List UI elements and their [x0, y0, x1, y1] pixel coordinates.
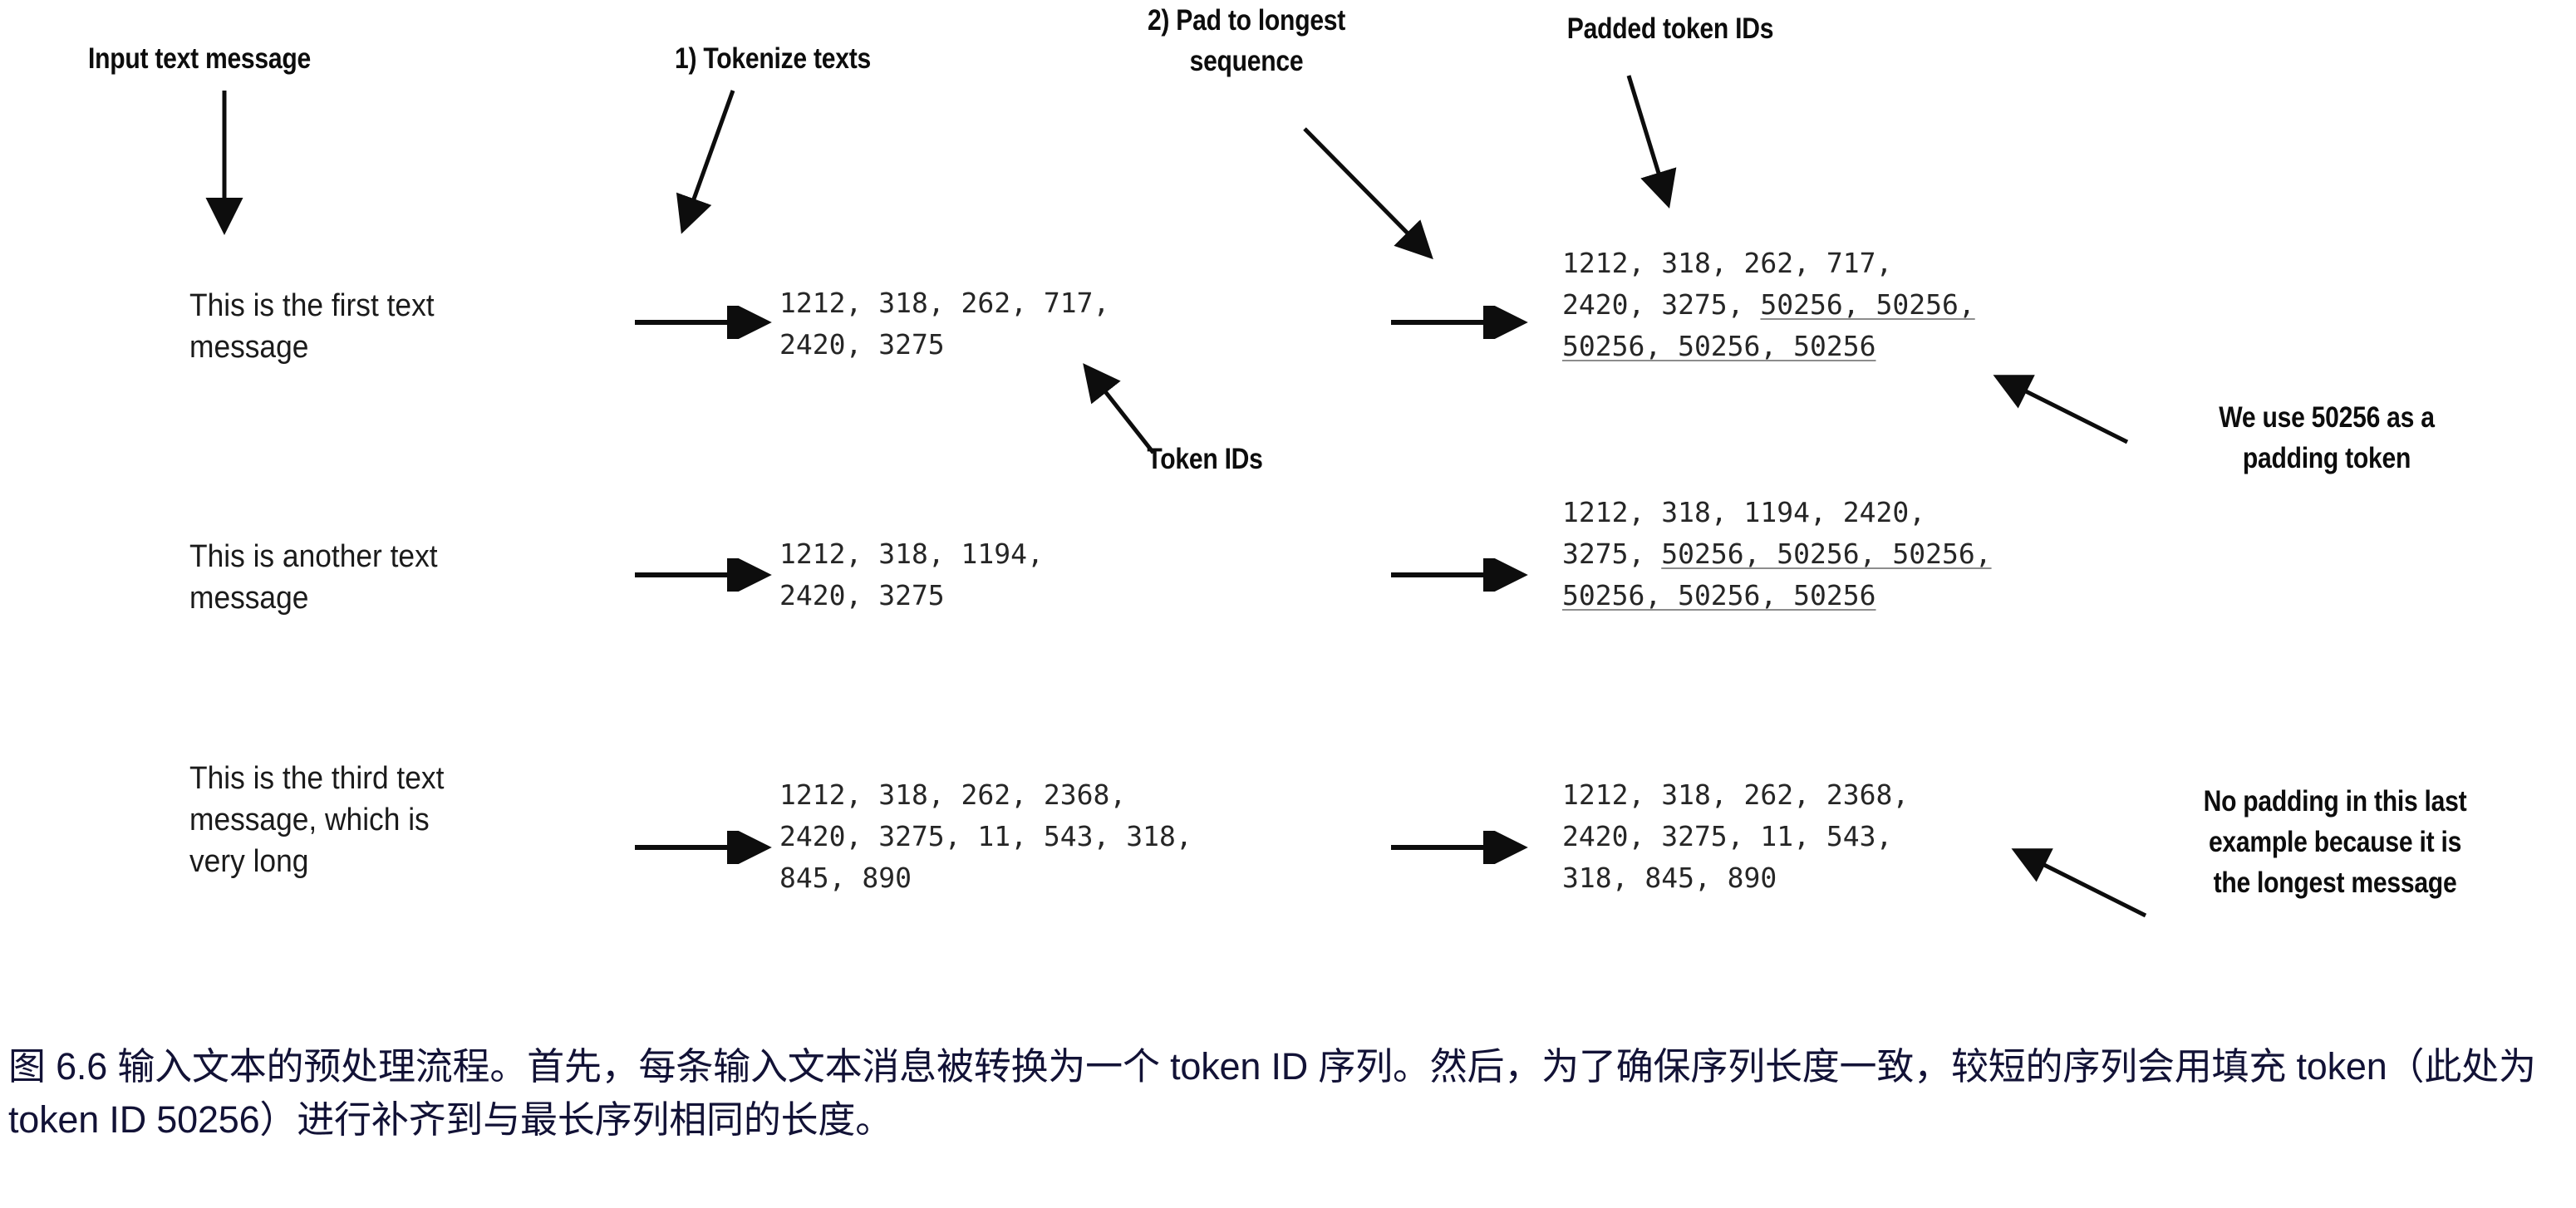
arrow-input-text-down-icon — [199, 86, 249, 236]
arrow-no-padding-note-icon — [2011, 839, 2169, 939]
arrow-tokenize-row-3-icon — [632, 831, 773, 864]
heading-token-ids: Token IDs — [1147, 443, 1263, 475]
arrow-padded-ids-diagonal-icon — [1604, 71, 1712, 221]
arrow-token-ids-up-icon — [1064, 363, 1197, 465]
heading-tokenize-texts: 1) Tokenize texts — [675, 42, 871, 75]
arrow-pad-row-3-icon — [1388, 831, 1529, 864]
arrow-tokenize-row-1-icon — [632, 306, 773, 339]
arrow-tokenize-diagonal-icon — [665, 86, 781, 236]
heading-pad-to-longest-sequence: 2) Pad to longest sequence — [1147, 4, 1346, 77]
input-message-2: This is another text message — [189, 539, 438, 616]
input-message-1: This is the first text message — [189, 288, 435, 365]
token-ids-2: 1212, 318, 1194, 2420, 3275 — [779, 538, 1044, 611]
padded-prefix-1: 1212, 318, 262, 717, 2420, 3275, — [1562, 247, 1893, 321]
arrow-pad-row-1-icon — [1388, 306, 1529, 339]
padded-token-ids-3: 1212, 318, 262, 2368, 2420, 3275, 11, 54… — [1562, 778, 1910, 894]
arrow-padding-note-icon — [1993, 366, 2152, 465]
padding-tokens-1b: 50256, 50256, 50256 — [1562, 330, 1876, 362]
annotation-padding-token: We use 50256 as a padding token — [2219, 401, 2435, 474]
arrow-tokenize-row-2-icon — [632, 558, 773, 592]
heading-padded-token-ids: Padded token IDs — [1566, 12, 1774, 45]
padding-tokens-2a: 50256, 50256, 50256, — [1661, 538, 1992, 570]
arrow-pad-row-2-icon — [1388, 558, 1529, 592]
heading-input-text-message: Input text message — [87, 42, 311, 75]
token-ids-1: 1212, 318, 262, 717, 2420, 3275 — [779, 287, 1110, 361]
figure-caption: 图 6.6 输入文本的预处理流程。首先，每条输入文本消息被转换为一个 token… — [8, 1045, 2536, 1141]
token-ids-3: 1212, 318, 262, 2368, 2420, 3275, 11, 54… — [779, 778, 1192, 894]
padding-tokens-1a: 50256, 50256, — [1760, 288, 1975, 321]
input-message-3: This is the third text message, which is… — [189, 761, 445, 879]
annotation-no-padding: No padding in this last example because … — [2203, 785, 2467, 899]
padded-token-ids-2: 1212, 318, 1194, 2420, 3275, 50256, 5025… — [1562, 492, 2210, 616]
padding-tokens-2b: 50256, 50256, 50256 — [1562, 579, 1876, 611]
padded-token-ids-1: 1212, 318, 262, 717, 2420, 3275, 50256, … — [1562, 243, 2194, 367]
arrow-pad-diagonal-icon — [1296, 125, 1471, 291]
padded-prefix-2: 1212, 318, 1194, 2420, 3275, — [1562, 496, 1926, 570]
